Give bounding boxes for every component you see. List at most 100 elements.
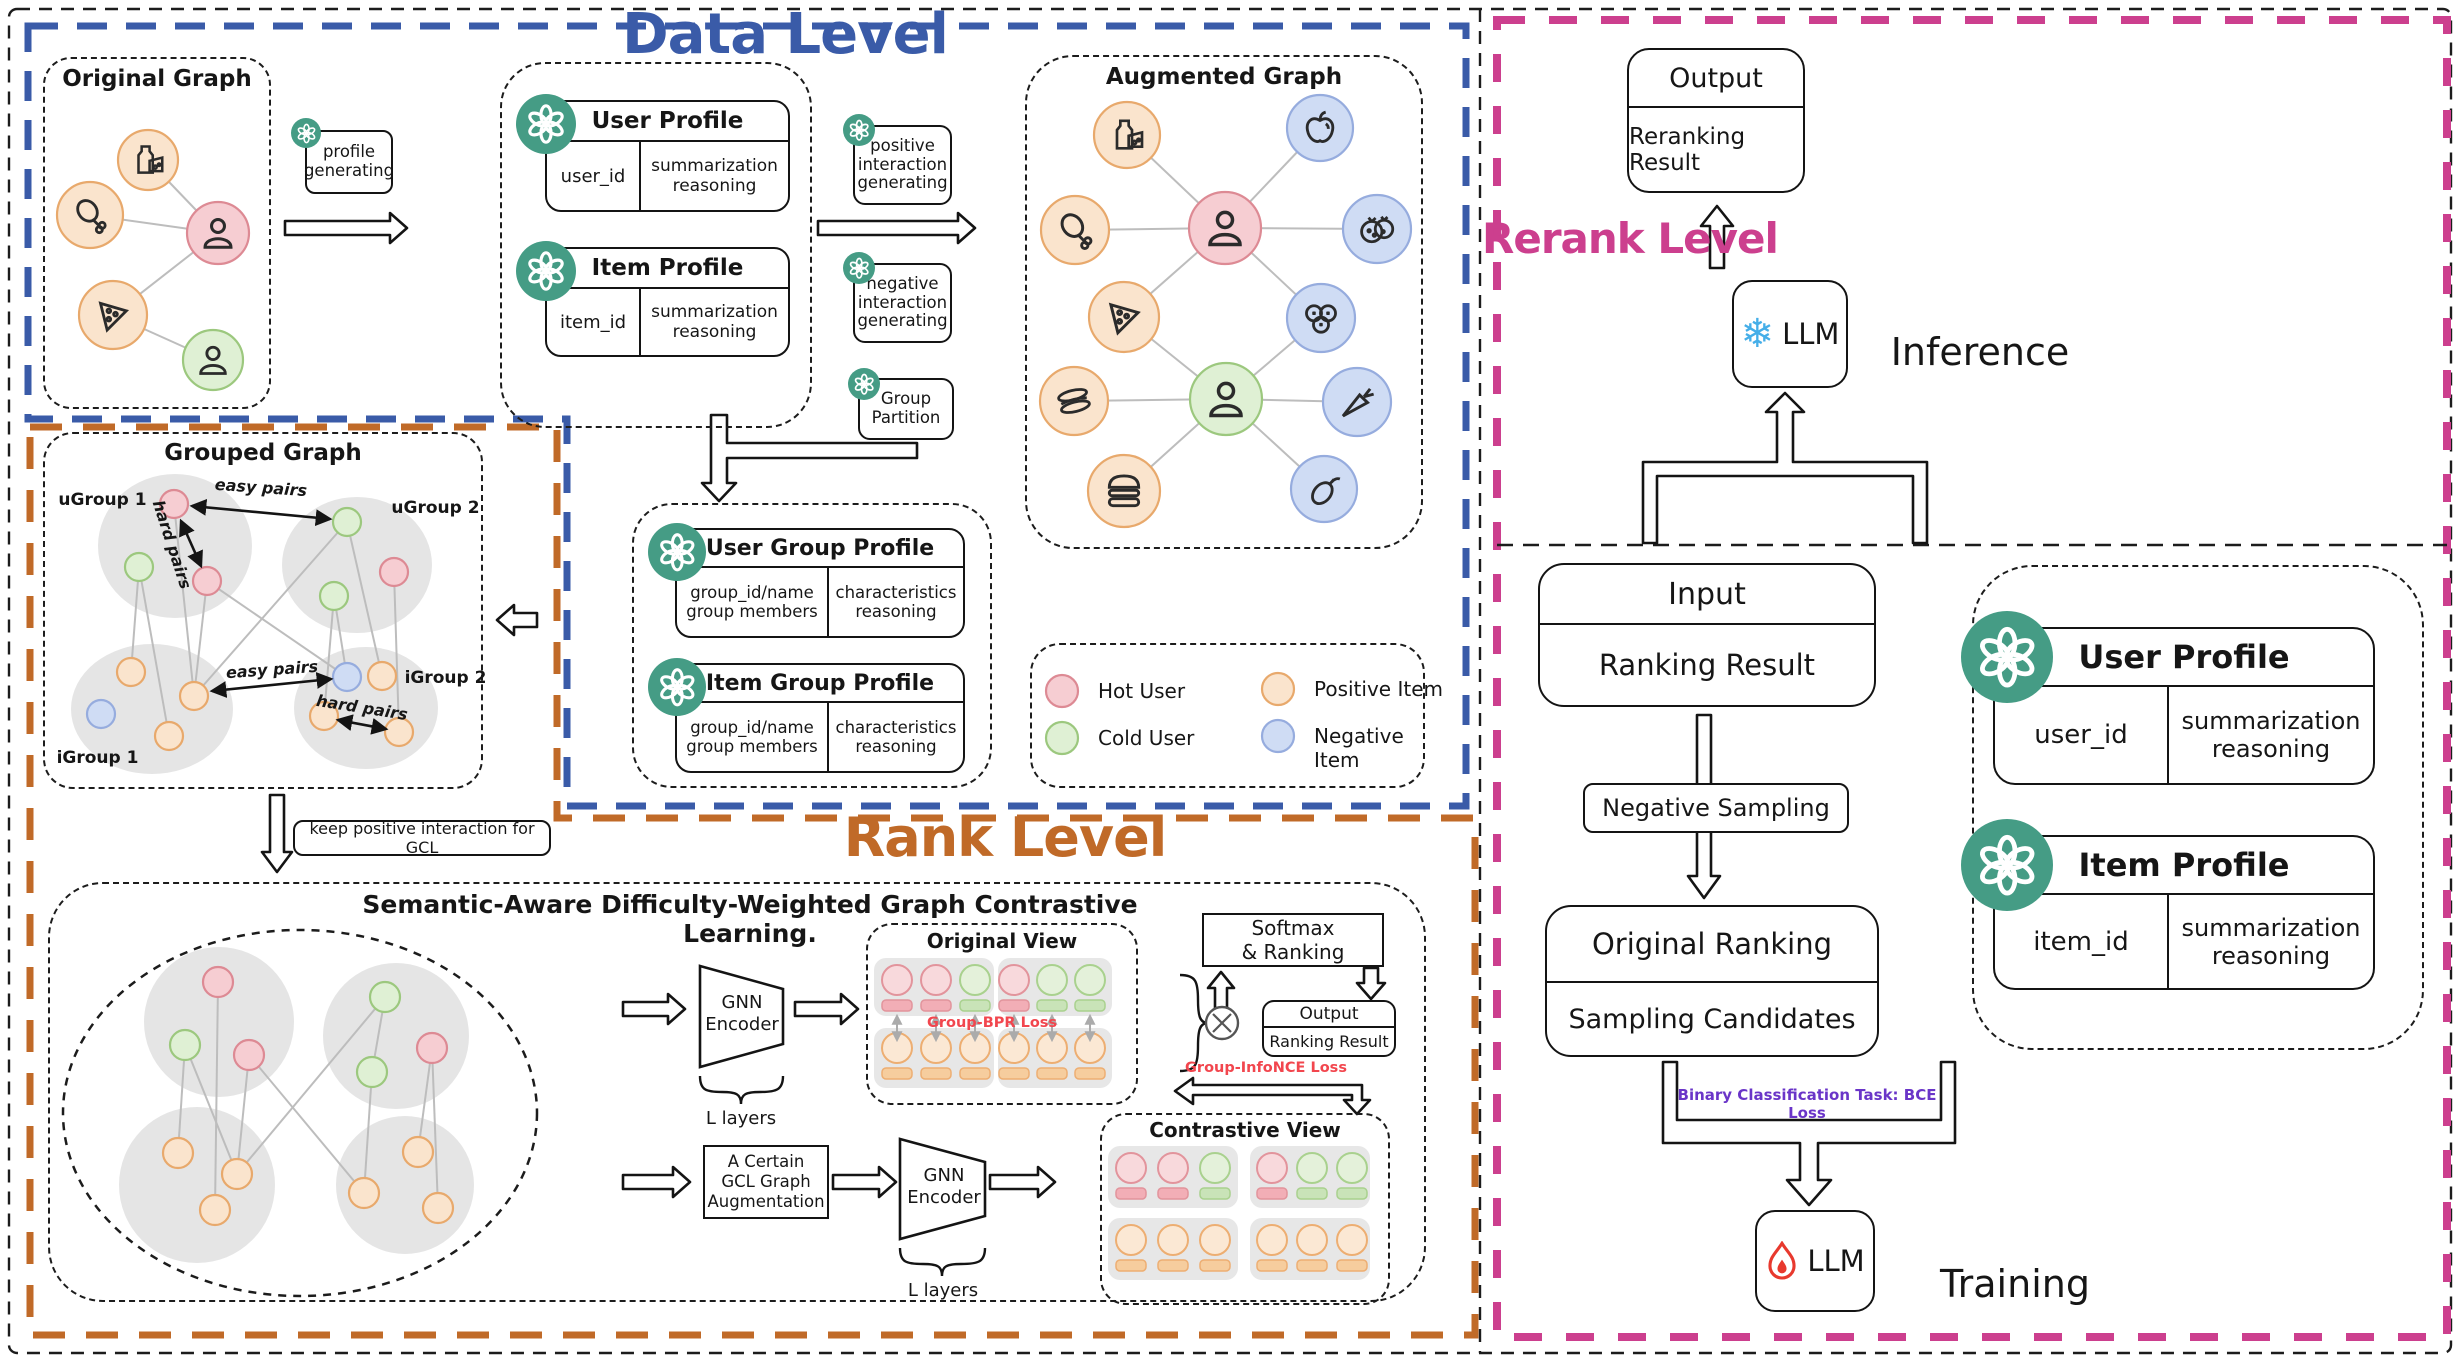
pizza-item-node xyxy=(1087,280,1161,354)
gcl-title: Semantic-Aware Difficulty-Weighted Graph… xyxy=(362,890,1138,948)
item-id-field: item_id xyxy=(1995,895,2169,988)
l-layers-brace-2 xyxy=(898,1247,987,1277)
gpt-icon xyxy=(516,241,576,301)
legend-label-cold-user: Cold User xyxy=(1098,726,1195,750)
l-layers-brace-1 xyxy=(698,1075,785,1105)
l-layers-1-label: L layers xyxy=(705,1108,777,1129)
cold-user-node xyxy=(181,328,245,392)
original-ranking-value: Sampling Candidates xyxy=(1568,1003,1856,1035)
item-profile-detail: summarization reasoning xyxy=(651,302,778,342)
llm-inference-box: ❄ LLM xyxy=(1732,280,1848,388)
grouped-graph-edges xyxy=(130,503,400,737)
arrow-merge-to-llm-inference xyxy=(1641,391,1929,545)
rerank-output-value: Reranking Result xyxy=(1629,123,1746,176)
item-profile-title: Item Profile xyxy=(547,249,788,289)
chicken-item-node xyxy=(1039,194,1111,266)
gcl-box xyxy=(48,882,1426,1302)
llm-inference-label: LLM xyxy=(1782,317,1840,351)
arrow-to-grouped-graph xyxy=(495,603,539,637)
outer-border xyxy=(7,7,2453,1355)
cold-user-swatch xyxy=(1044,720,1080,756)
burger-item-node xyxy=(1086,453,1162,529)
keep-positive-box: keep positive interaction for GCL xyxy=(293,819,551,857)
arrow-llm-to-output xyxy=(1699,204,1735,270)
input-box: Input Ranking Result xyxy=(1538,563,1876,707)
arrow-gnn2-to-contrastiveview xyxy=(988,1165,1057,1199)
l-layers-2-label: L layers xyxy=(907,1280,979,1301)
rerank-level-title: Rerank Level xyxy=(1482,214,1779,263)
milk-item-node xyxy=(1092,100,1162,170)
contrastive-view-units xyxy=(1108,1146,1370,1280)
legend-label-positive-item: Positive Item xyxy=(1314,677,1443,701)
rerank-output-title: Output xyxy=(1629,50,1803,108)
gnn-encoder-1-label: GNN Encoder xyxy=(705,992,779,1035)
rerank-output-box: Output Reranking Result xyxy=(1627,48,1805,193)
legend-label-negative-item: Negative Item xyxy=(1314,724,1404,772)
user-id-field: user_id xyxy=(547,142,641,210)
input-value: Ranking Result xyxy=(1598,648,1816,682)
group-id-field: group_id/name group members xyxy=(677,568,829,636)
input-title: Input xyxy=(1540,565,1874,625)
group-infonce-loss-label: Group-InfoNCE Loss xyxy=(1185,1060,1347,1076)
gcl-nodes xyxy=(161,965,455,1227)
training-label: Training xyxy=(1940,1262,2090,1306)
arrow-profiles-to-augmented xyxy=(816,211,977,245)
group-partition-box: Group Partition xyxy=(858,378,954,440)
ugroup2-label: uGroup 2 xyxy=(391,498,480,518)
positive-item-swatch xyxy=(1260,671,1296,707)
rank-level-title: Rank Level xyxy=(843,806,1168,869)
original-ranking-title: Original Ranking xyxy=(1547,907,1877,983)
rerank-profiles-box xyxy=(1972,565,2424,1050)
user-profile-detail: summarization reasoning xyxy=(651,156,778,196)
softmax-ranking-box: Softmax & Ranking xyxy=(1202,913,1384,967)
rank-output-box: Output Ranking Result xyxy=(1262,1000,1396,1057)
augmented-graph-title: Augmented Graph xyxy=(1105,64,1343,90)
grouped-graph-box xyxy=(43,432,483,789)
item-id-field: item_id xyxy=(547,289,641,355)
negative-sampling-box: Negative Sampling xyxy=(1583,783,1849,833)
user-profile-title: User Profile xyxy=(1995,629,2373,687)
group-bpr-loss-label: Group-BPR Loss xyxy=(926,1015,1058,1031)
bce-loss-label: Binary Classification Task: BCE Loss xyxy=(1677,1086,1937,1122)
original-view-units xyxy=(874,958,1112,1088)
arrow-original-to-profiles xyxy=(283,211,409,245)
arrow-graph-to-augmentation xyxy=(621,1165,692,1199)
arrow-grouped-to-gcl xyxy=(260,793,294,874)
igroup2-label: iGroup 2 xyxy=(404,668,487,688)
gpt-icon xyxy=(648,658,706,716)
hot-user-swatch xyxy=(1044,673,1080,709)
llm-training-label: LLM xyxy=(1807,1244,1865,1278)
igroup1-label: iGroup 1 xyxy=(56,748,139,768)
group-detail-field: characteristics reasoning xyxy=(835,718,957,756)
profile-generating-box: profile generating xyxy=(304,130,394,194)
gpt-icon xyxy=(291,118,321,148)
view-align-arrows xyxy=(891,1013,1096,1043)
arrow-bce-to-llm-training xyxy=(1661,1060,1957,1207)
group-id-field: group_id/name group members xyxy=(677,703,829,771)
cold-user-node xyxy=(1188,361,1264,437)
original-ranking-box: Original Ranking Sampling Candidates xyxy=(1545,905,1879,1057)
user-profile-detail: summarization reasoning xyxy=(2181,707,2361,763)
pizza-item-node xyxy=(77,279,149,351)
arrow-graph-to-gnn1 xyxy=(621,992,687,1026)
gpt-icon xyxy=(843,114,875,146)
rank-output-title: Output xyxy=(1264,1002,1394,1028)
inference-label: Inference xyxy=(1890,330,2070,374)
rerank-level-region-border xyxy=(1493,16,2451,1341)
item-profile-detail: summarization reasoning xyxy=(2181,913,2361,970)
llm-training-box: LLM xyxy=(1755,1210,1875,1312)
arrow-otimes-to-softmax xyxy=(1206,970,1236,1010)
gpt-icon xyxy=(1961,611,2053,703)
hot-user-node xyxy=(1187,190,1263,266)
data-level-title: Data Level xyxy=(622,2,949,67)
gpt-icon xyxy=(1961,819,2053,911)
grouped-graph-title: Grouped Graph xyxy=(164,440,362,466)
user-id-field: user_id xyxy=(1995,687,2169,783)
group-detail-field: characteristics reasoning xyxy=(835,583,957,621)
contrastive-view-box xyxy=(1100,1113,1390,1305)
item-profile-title: Item Profile xyxy=(1995,837,2373,895)
augmented-graph-box xyxy=(1025,55,1423,549)
user-group-profile-card: User Group Profile group_id/name group m… xyxy=(675,528,965,638)
user-group-profile-title: User Group Profile xyxy=(677,530,963,568)
augmented-graph-nodes xyxy=(1038,93,1413,529)
